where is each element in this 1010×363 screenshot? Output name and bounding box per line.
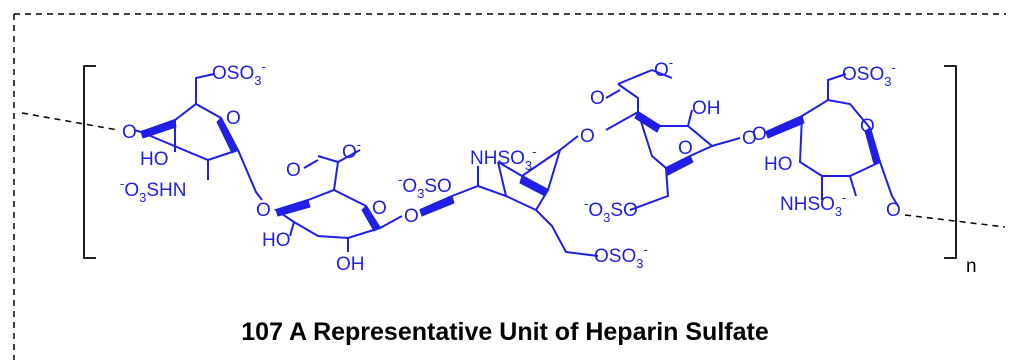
ring4-carbonyl-o-label: O	[590, 88, 605, 109]
ring1-osulfate-label: OSO3-	[212, 59, 266, 88]
ring-bonds	[133, 69, 899, 257]
repeat-index-label: n	[966, 256, 977, 277]
ring4-oh-label: OH	[692, 98, 721, 119]
ring5-o-label: O	[752, 124, 767, 145]
ring4-link-o-label: O	[742, 128, 757, 149]
ring3-nhsulfate-label: NHSO3-	[470, 144, 536, 173]
left-bracket	[83, 65, 96, 259]
ring5-nhsulfate-label: NHSO3-	[780, 190, 846, 219]
ring2-ring-o-label: O	[372, 198, 387, 219]
chain-right-dash	[904, 214, 1006, 228]
ring2-carboxylate-label: O-	[342, 137, 361, 163]
atom-labels: OSO3- O O HO -O3SHN O O O- O HO OH O -O3…	[120, 55, 901, 275]
wedge-bonds	[140, 111, 881, 232]
ring3-link-o-label: O	[580, 126, 595, 147]
right-bracket	[944, 65, 957, 259]
ring2-ho-label: HO	[262, 230, 291, 251]
ring1-ho-label: HO	[140, 149, 169, 170]
ring3-osulfate-label: OSO3-	[594, 242, 648, 271]
ring3-o3so-label: -O3SO	[398, 172, 452, 201]
carbonyl-bonds	[303, 89, 621, 169]
ring5-anomeric-o-label: O	[886, 200, 901, 221]
ring4-o3so-label: -O3SO	[584, 196, 638, 225]
ring1-glycosidic-o-label: O	[122, 122, 137, 143]
ring5-ho-label: HO	[764, 154, 793, 175]
ring5-ring-o-label: O	[860, 116, 875, 137]
ring2-carbonyl-o-label: O	[286, 160, 301, 181]
ring4-carboxylate-label: O-	[654, 55, 673, 81]
ring4-ring-o-label: O	[678, 138, 693, 159]
ring1-ring-o-label: O	[226, 108, 241, 129]
chain-left-dash	[21, 112, 119, 131]
ring2-link-o-label: O	[404, 206, 419, 227]
figure-caption: 107 A Representative Unit of Heparin Sul…	[241, 318, 769, 346]
ring5-osulfate-label: OSO3-	[842, 60, 896, 89]
ring1-nhsulfate-label: -O3SHN	[120, 176, 186, 205]
ring2-oh-label: OH	[336, 254, 365, 275]
ring1-anomeric-o-label: O	[256, 200, 271, 221]
